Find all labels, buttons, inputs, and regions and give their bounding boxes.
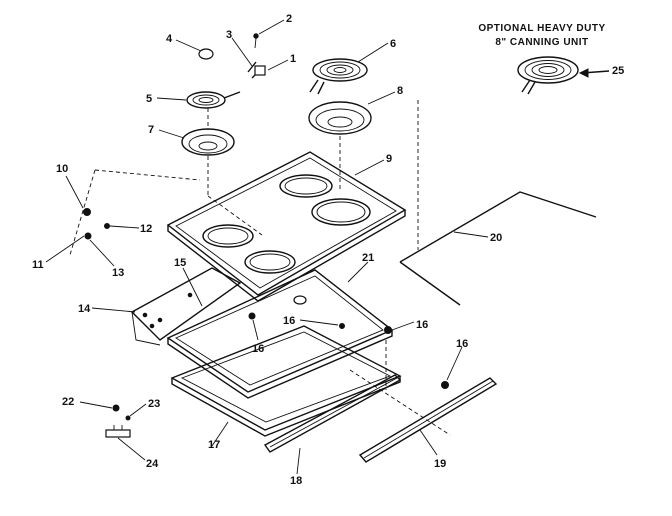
callout-17: 17 — [208, 439, 220, 451]
callout-15: 15 — [174, 257, 186, 269]
large-drip-pan — [308, 101, 372, 190]
cooktop-main-top — [166, 151, 407, 302]
callout-1: 1 — [290, 53, 296, 65]
gasket-strip — [399, 191, 597, 306]
callout-5: 5 — [146, 93, 152, 105]
callout-10: 10 — [56, 163, 68, 175]
callout-16-right: 16 — [416, 319, 428, 331]
canning-unit — [517, 56, 610, 95]
trim-strips — [263, 374, 498, 463]
hardware-screws — [83, 208, 449, 438]
callout-19: 19 — [434, 458, 446, 470]
callout-16-center: 16 — [283, 315, 295, 327]
front-bracket — [130, 267, 242, 346]
callout-4: 4 — [166, 33, 173, 45]
callout-21: 21 — [362, 252, 374, 264]
cooktop-frame — [166, 269, 394, 399]
callout-3: 3 — [226, 29, 232, 41]
callout-7: 7 — [148, 124, 154, 136]
callout-8: 8 — [397, 85, 403, 97]
callout-24: 24 — [146, 458, 159, 470]
callout-20: 20 — [490, 232, 502, 244]
callout-18: 18 — [290, 475, 302, 487]
callout-9: 9 — [386, 153, 392, 165]
leader-lines — [45, 19, 489, 475]
callout-12: 12 — [140, 223, 152, 235]
small-surface-element — [186, 33, 266, 109]
callout-22: 22 — [62, 396, 74, 408]
callout-16-frame: 16 — [252, 343, 264, 355]
callout-2: 2 — [286, 13, 292, 25]
callout-23: 23 — [148, 398, 160, 410]
callout-14: 14 — [78, 303, 91, 315]
large-surface-element — [309, 58, 368, 95]
callout-11: 11 — [32, 259, 44, 271]
callout-25: 25 — [612, 65, 624, 77]
callout-6: 6 — [390, 38, 396, 50]
callout-16-strip: 16 — [456, 338, 468, 350]
callout-13: 13 — [112, 267, 124, 279]
small-drip-pan — [181, 108, 235, 196]
header-line-1: OPTIONAL HEAVY DUTY — [478, 23, 605, 34]
header-line-2: 8" CANNING UNIT — [495, 37, 588, 48]
